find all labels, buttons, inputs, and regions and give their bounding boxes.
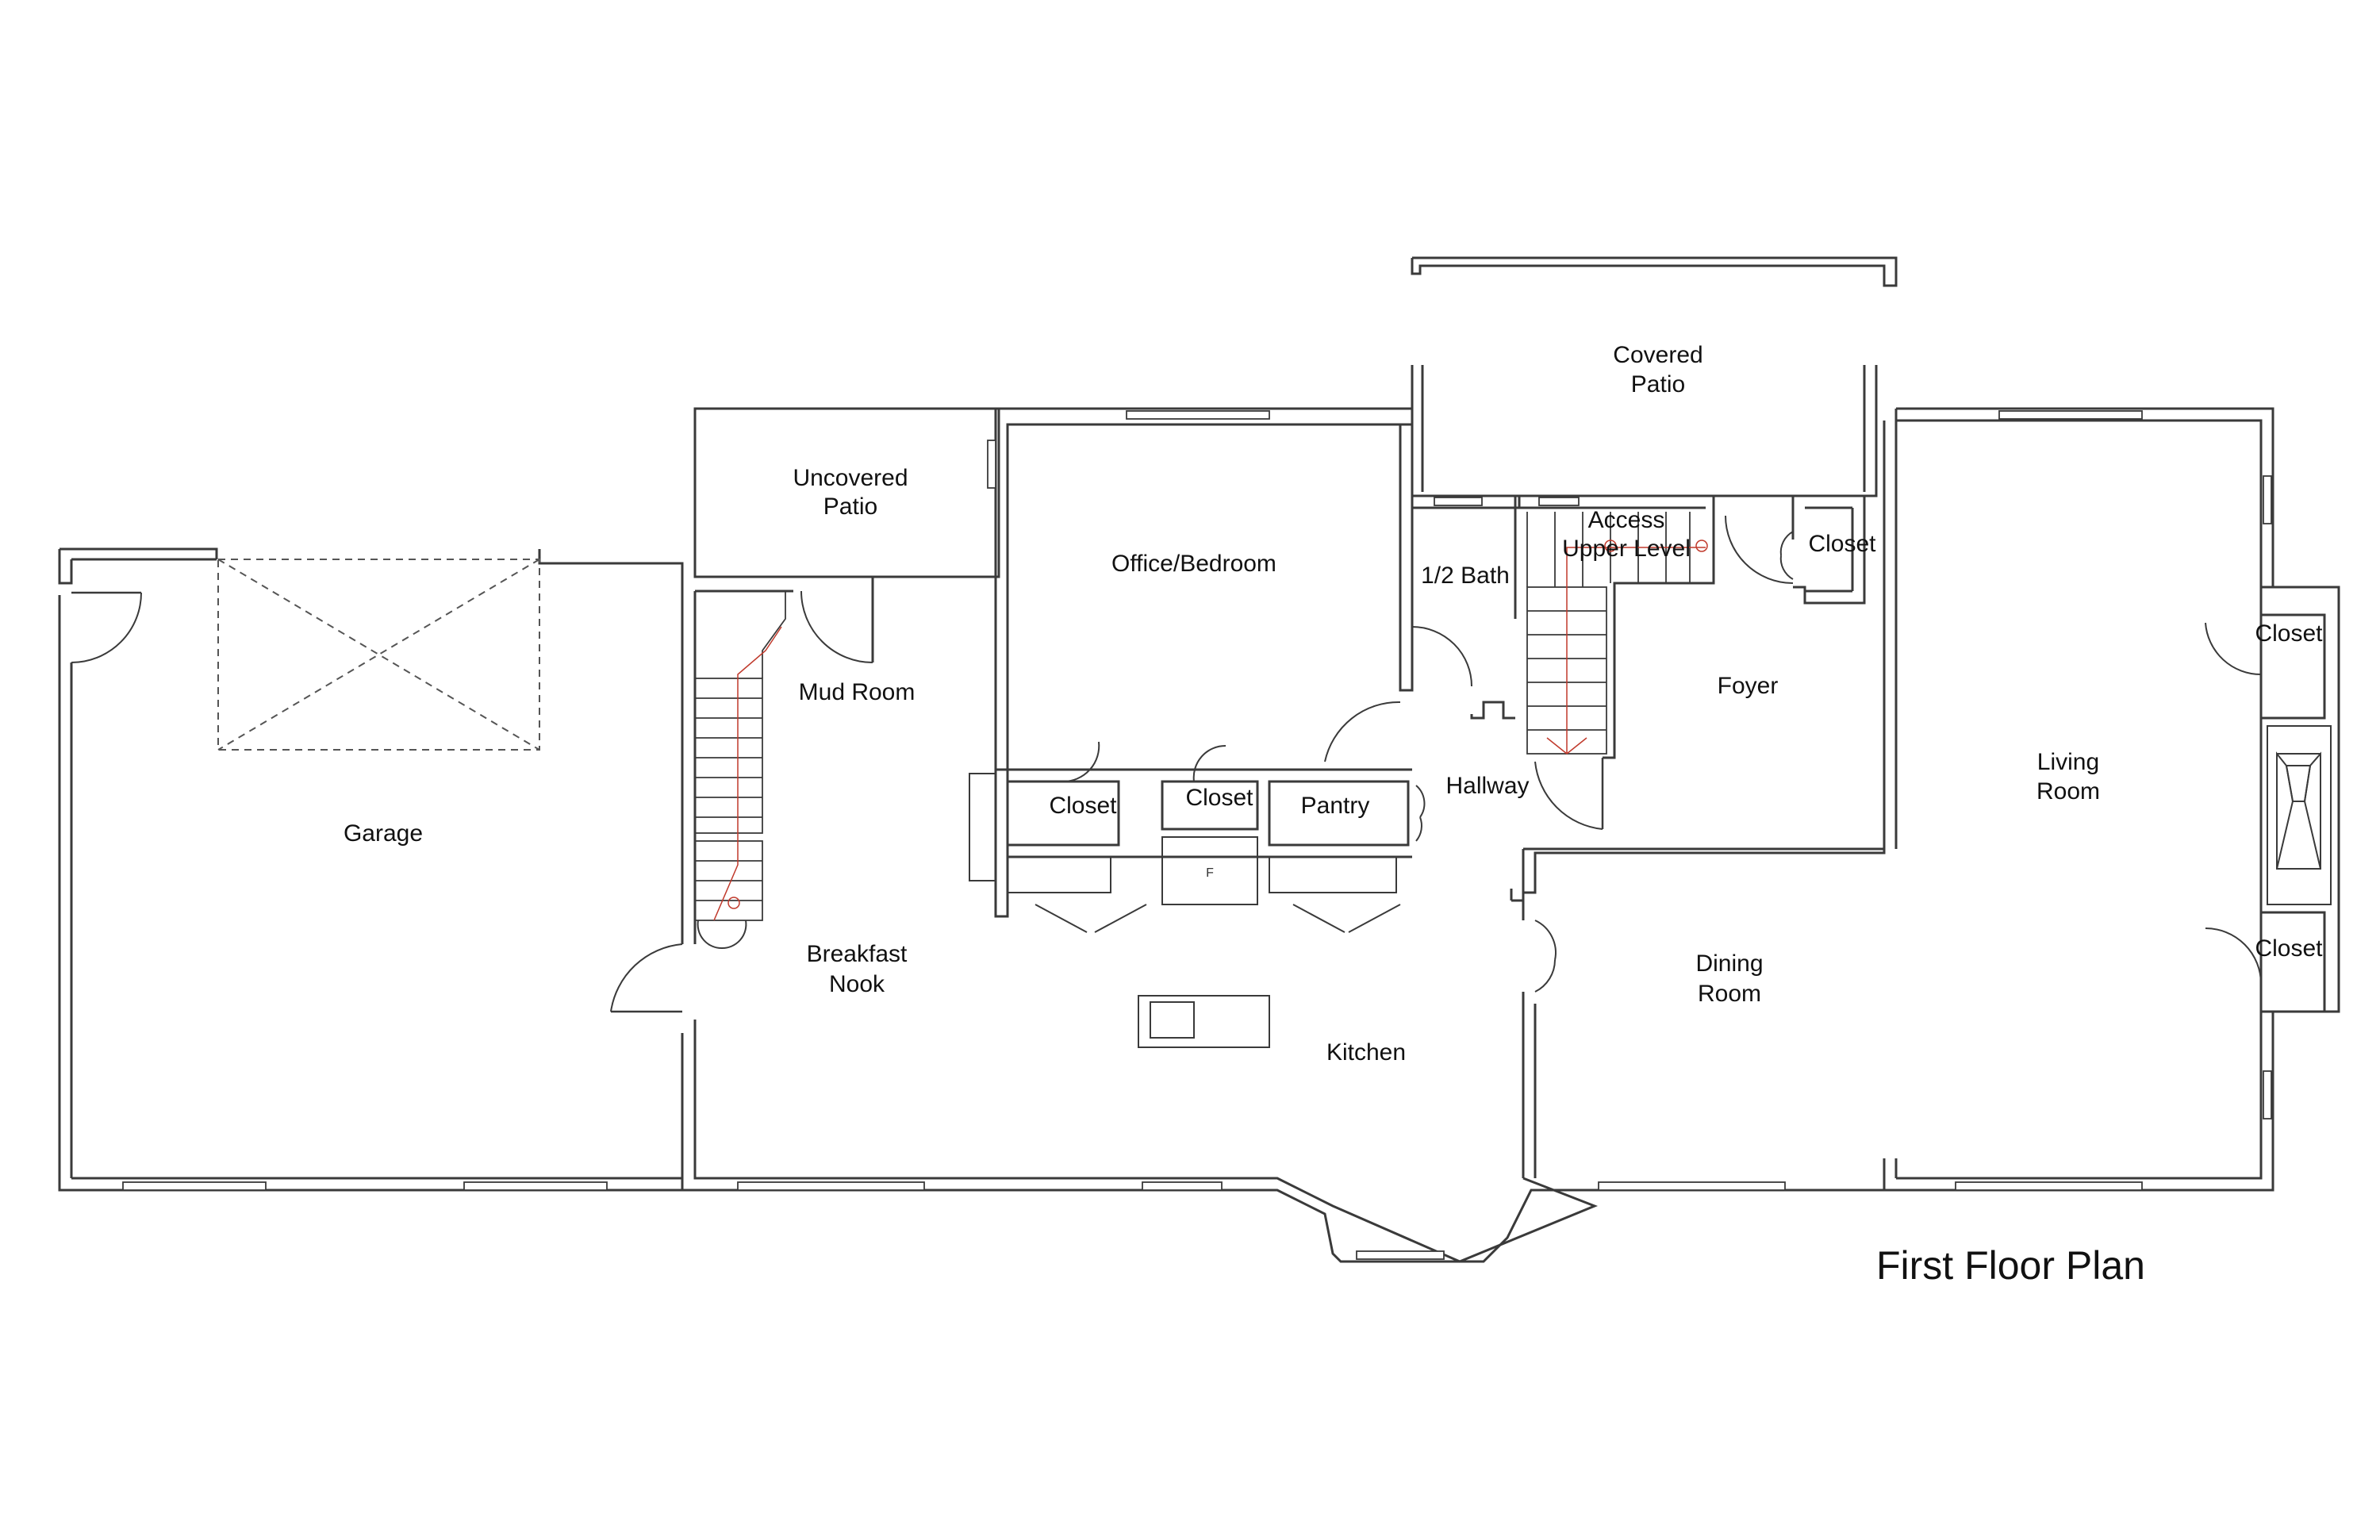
label-dining-room-line2: Room bbox=[1698, 981, 1761, 1007]
room-labels: Garage Uncovered Patio Mud Room Breakfas… bbox=[344, 342, 2323, 1066]
plan-title: First Floor Plan bbox=[1876, 1243, 2145, 1288]
label-breakfast-nook-line1: Breakfast bbox=[807, 941, 908, 967]
exterior-walls: F bbox=[58, 256, 2340, 1263]
label-covered-patio-line1: Covered bbox=[1613, 342, 1702, 368]
label-uncovered-patio-line2: Patio bbox=[823, 493, 877, 520]
label-breakfast-nook-line2: Nook bbox=[829, 971, 885, 997]
label-living-room-line2: Room bbox=[2036, 778, 2100, 805]
label-access-upper-line1: Access bbox=[1588, 507, 1665, 533]
label-hallway: Hallway bbox=[1445, 773, 1529, 799]
label-office-bedroom: Office/Bedroom bbox=[1111, 551, 1276, 577]
fridge-mark: F bbox=[1206, 866, 1214, 880]
label-mud-room: Mud Room bbox=[799, 679, 916, 705]
label-uncovered-patio-line1: Uncovered bbox=[793, 465, 908, 491]
sink bbox=[1150, 1001, 1195, 1039]
label-half-bath: 1/2 Bath bbox=[1421, 563, 1510, 589]
kitchen-island bbox=[1138, 995, 1270, 1048]
label-living-room-line1: Living bbox=[2037, 749, 2099, 775]
label-closet-foyer: Closet bbox=[1808, 531, 1876, 557]
label-pantry: Pantry bbox=[1301, 793, 1370, 819]
label-access-upper-line2: Upper Level bbox=[1562, 536, 1691, 562]
windows bbox=[122, 410, 2272, 1260]
label-closet-living-top: Closet bbox=[2255, 620, 2323, 647]
label-kitchen: Kitchen bbox=[1326, 1039, 1406, 1066]
garage-overhead-dashed bbox=[217, 559, 540, 751]
label-garage: Garage bbox=[344, 820, 423, 847]
stairs-upper-access bbox=[1526, 512, 1708, 755]
label-foyer: Foyer bbox=[1718, 673, 1779, 699]
label-closet-left: Closet bbox=[1049, 793, 1117, 819]
doors bbox=[71, 515, 2262, 1013]
label-dining-room-line1: Dining bbox=[1695, 950, 1763, 977]
label-closet-living-bottom: Closet bbox=[2255, 935, 2323, 962]
label-closet-mid: Closet bbox=[1185, 785, 1253, 811]
label-covered-patio-line2: Patio bbox=[1631, 371, 1685, 397]
stairs-mudroom bbox=[694, 591, 786, 921]
